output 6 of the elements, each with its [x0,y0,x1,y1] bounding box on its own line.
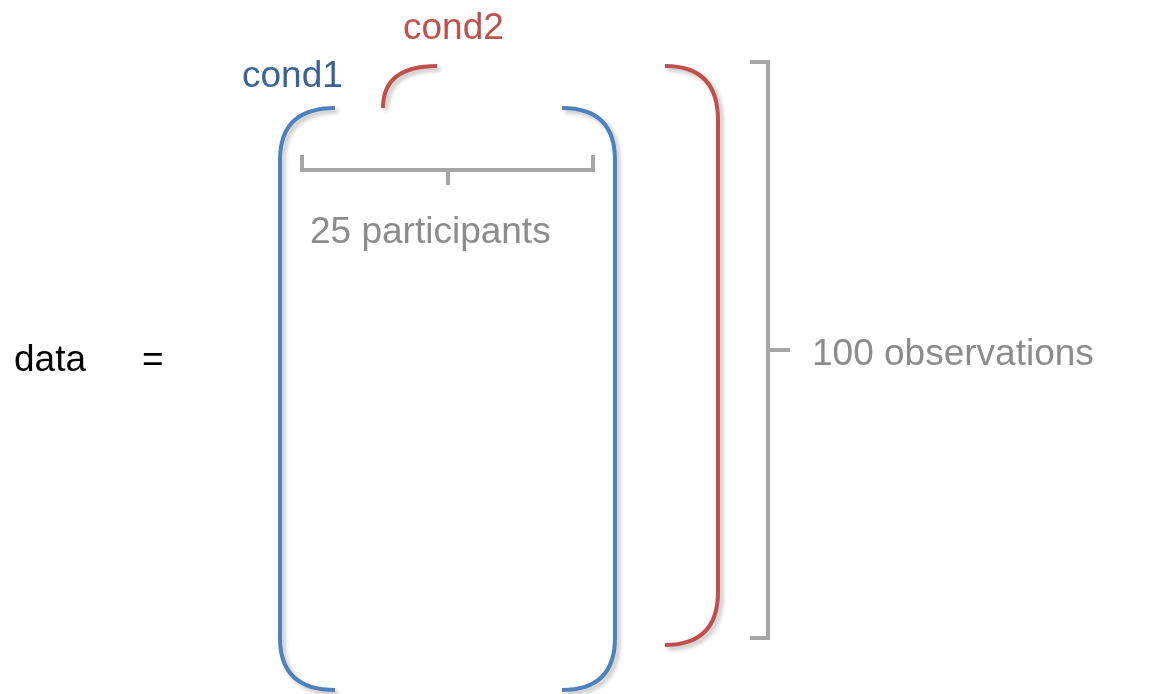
dimension-label: 25 participants [310,212,551,249]
matrix-label: cond1 [242,56,343,93]
equals-sign: = [142,340,164,377]
matrix-label: cond2 [403,8,504,45]
variable-name: data [14,340,86,377]
dimension-label: 100 observations [812,334,1094,371]
